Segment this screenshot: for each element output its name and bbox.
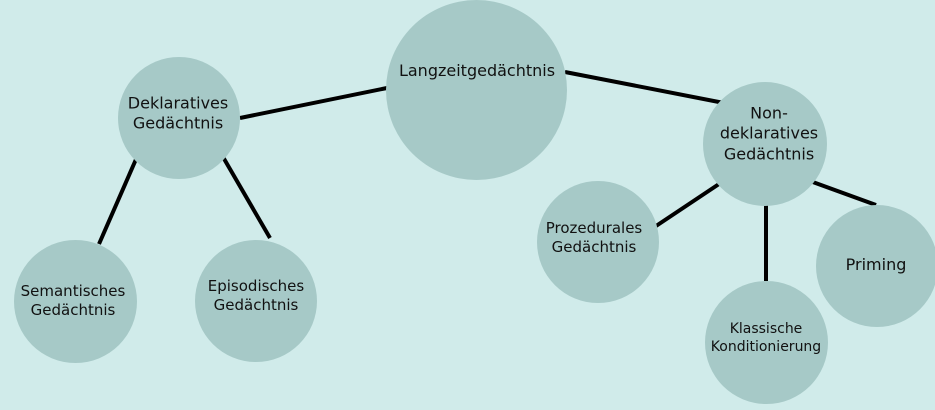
label-deklaratives-gedaechtnis: Deklaratives Gedächtnis xyxy=(127,93,229,133)
label-klassische-konditionierung: Klassische Konditionierung xyxy=(710,321,822,355)
node-klassische-konditionierung xyxy=(705,281,828,404)
node-priming xyxy=(816,205,935,327)
edge-root-declarative xyxy=(239,86,388,120)
label-prozedurales-gedaechtnis: Prozedurales Gedächtnis xyxy=(545,218,643,256)
label-priming: Priming xyxy=(845,254,907,274)
label-nondeklaratives-gedaechtnis: Non- deklaratives Gedächtnis xyxy=(719,103,819,164)
node-episodisches-gedaechtnis xyxy=(195,240,317,362)
node-prozedurales-gedaechtnis xyxy=(537,181,659,303)
edge-nondeclarative-procedural xyxy=(648,180,724,232)
edge-root-nondeclarative xyxy=(564,70,725,105)
node-langzeitgedaechtnis xyxy=(386,0,567,180)
edge-declarative-semantic xyxy=(97,156,139,245)
edge-nondeclarative-priming xyxy=(809,179,877,207)
edge-declarative-episodic xyxy=(221,155,272,240)
node-semantisches-gedaechtnis xyxy=(14,240,137,363)
node-nondeklaratives-gedaechtnis xyxy=(703,82,827,206)
label-semantisches-gedaechtnis: Semantisches Gedächtnis xyxy=(20,281,126,319)
label-langzeitgedaechtnis: Langzeitgedächtnis xyxy=(398,60,556,80)
node-deklaratives-gedaechtnis xyxy=(118,57,240,179)
label-episodisches-gedaechtnis: Episodisches Gedächtnis xyxy=(207,276,305,314)
